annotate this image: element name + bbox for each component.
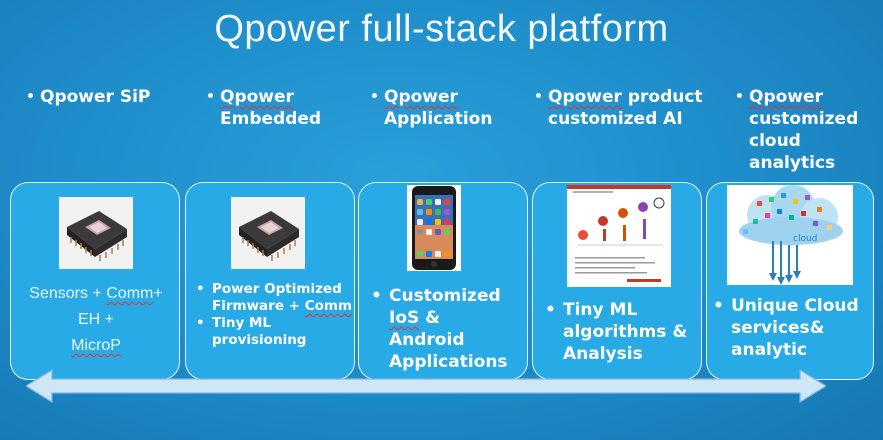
heading-text: Embedded — [220, 109, 322, 129]
heading-sip: • Qpower SiP — [26, 86, 151, 108]
page-title: Qpower full-stack platform — [214, 8, 669, 50]
heading-text: analytics — [749, 153, 836, 173]
heading-text: cloud — [749, 131, 801, 151]
heading-brand: Qpower — [220, 87, 294, 107]
heading-brand: Qpower — [749, 87, 823, 107]
heading-ai: • Qpower product customized AI — [534, 86, 703, 130]
chip-icon — [239, 211, 299, 261]
heading-text: product — [621, 87, 703, 107]
chip-icon — [67, 211, 127, 261]
cloud-icon: cloud — [739, 185, 843, 285]
card-text: Comm — [106, 285, 154, 302]
ai-diagram-image — [567, 185, 671, 287]
cloud-image: cloud — [727, 185, 853, 285]
chip-image — [231, 197, 305, 269]
card-sip-text: Sensors + Comm+ EH + MicroP — [11, 281, 181, 359]
bullet: • — [206, 89, 215, 105]
phone-image — [407, 185, 461, 271]
heading-brand: Qpower — [548, 87, 622, 107]
bullet: • — [26, 89, 35, 105]
heading-text: SiP — [113, 87, 151, 107]
heading-brand: Qpower — [384, 87, 458, 107]
heading-brand: Qpower — [40, 87, 114, 107]
chip-image — [59, 197, 133, 269]
heading-application: • Qpower Application — [370, 86, 493, 130]
phone-icon — [412, 186, 456, 270]
heading-text: Application — [384, 109, 493, 129]
card-text: MicroP — [71, 337, 121, 354]
card-text: + — [153, 285, 163, 302]
ai-diagram-icon — [567, 185, 671, 282]
bullet: • — [534, 89, 543, 105]
heading-text: customized AI — [548, 109, 683, 129]
heading-cloud: • Qpower customized cloud analytics — [735, 86, 859, 174]
card-sip: Sensors + Comm+ EH + MicroP — [10, 182, 180, 380]
card-text: EH + — [77, 311, 114, 328]
bullet: • — [735, 89, 744, 105]
double-arrow-icon — [26, 368, 826, 404]
heading-text: customized — [749, 109, 859, 129]
bullet: • — [370, 89, 379, 105]
cloud-label: cloud — [793, 234, 817, 244]
card-text: Sensors + — [29, 285, 107, 302]
heading-embedded: • Qpower Embedded — [206, 86, 322, 130]
